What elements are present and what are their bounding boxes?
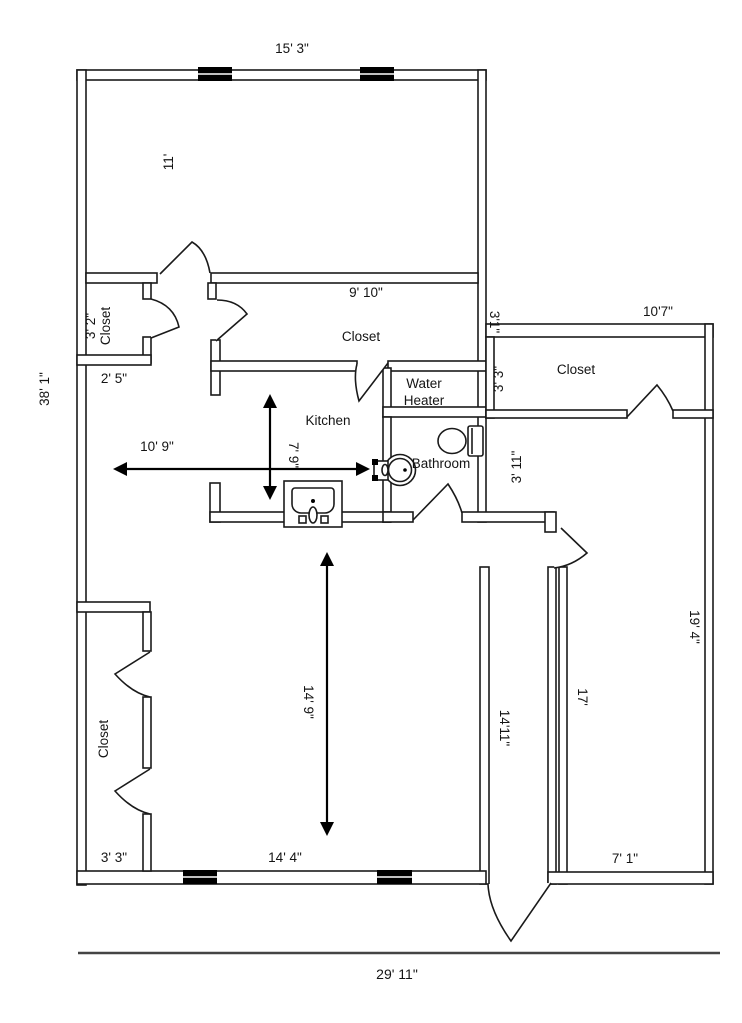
door-wing-closet <box>626 383 674 418</box>
wall <box>387 360 487 372</box>
windows <box>183 67 412 884</box>
dim-kitchen-depth: 7' 9" <box>286 442 301 468</box>
dim-living-height: 14' 9" <box>301 685 316 719</box>
door-water-heater <box>354 362 389 403</box>
dim-bedroom-right-width: 7' 1" <box>612 851 638 866</box>
wall <box>207 282 217 300</box>
arrow-kitchen-depth <box>263 394 277 500</box>
door-bedroom-right <box>553 527 589 569</box>
dim-closet-hall-width: 9' 10" <box>349 285 383 300</box>
dim-left-height: 38' 1" <box>37 372 52 406</box>
door-entry <box>487 882 552 943</box>
room-label-water-heater-1: Water <box>406 376 442 391</box>
wall <box>547 566 557 885</box>
wall <box>76 601 151 613</box>
wall <box>76 354 152 366</box>
wall <box>76 870 487 885</box>
door-bedroom-top <box>159 241 211 275</box>
wall <box>547 871 714 885</box>
wall <box>85 272 158 284</box>
walls <box>76 69 714 886</box>
dim-bedroom-top-width: 11' <box>161 154 176 171</box>
room-label-wing-closet: Closet <box>557 362 596 377</box>
window <box>360 67 394 81</box>
wall <box>210 272 479 284</box>
wall <box>382 511 414 523</box>
dim-closet-small: 3' 2" <box>83 313 98 339</box>
wall <box>142 813 152 872</box>
wall <box>76 69 87 886</box>
room-label-closet-hall: Closet <box>342 329 381 344</box>
room-label-closet-small: Closet <box>98 307 113 346</box>
window <box>377 870 412 884</box>
wall <box>209 511 291 523</box>
toilet <box>437 425 484 457</box>
window <box>198 67 232 81</box>
door-bathroom <box>412 482 463 521</box>
room-label-water-heater-2: Heater <box>404 393 445 408</box>
wall <box>485 409 628 419</box>
dim-top-width: 15' 3" <box>275 41 309 56</box>
dim-total-width: 29' 11" <box>376 966 418 982</box>
dim-nook-width: 3' 11" <box>509 450 524 483</box>
doors <box>113 241 674 943</box>
dim-wing-offset: 3'1" <box>487 311 502 334</box>
door-closet-bottom-b <box>113 768 151 815</box>
dim-vestibule-width: 2' 5" <box>101 371 127 386</box>
wall <box>142 611 152 652</box>
kitchen-sink <box>283 480 343 528</box>
wall <box>142 282 152 300</box>
wall <box>76 69 487 81</box>
dim-bedroom-right-inner: 17' <box>575 688 590 706</box>
dim-wing-closet-depth: 3' 3" <box>491 366 506 392</box>
door-closet-bottom-a <box>113 651 151 698</box>
wall <box>672 409 714 419</box>
wall <box>544 511 557 533</box>
room-label-kitchen: Kitchen <box>305 413 350 428</box>
dim-bedroom-right-outer: 19' 4" <box>687 610 702 644</box>
wall <box>210 360 358 372</box>
wall <box>479 566 490 885</box>
window <box>183 870 217 884</box>
room-label-bathroom: Bathroom <box>412 456 471 471</box>
arrow-living-height <box>320 552 334 836</box>
room-label-closet-bottom: Closet <box>96 720 111 759</box>
dimension-arrows <box>113 394 370 836</box>
wall <box>461 511 555 523</box>
wall <box>558 566 568 885</box>
wall <box>704 323 714 885</box>
arrow-kitchen-width <box>113 462 370 476</box>
dim-wing-top-width: 10'7" <box>643 304 673 319</box>
door-closet-hall <box>215 299 249 342</box>
dim-living-width: 14' 4" <box>268 850 302 865</box>
dim-hallway-length: 14'11" <box>497 710 512 747</box>
wall <box>382 406 487 418</box>
dimension-labels: 15' 3" 38' 1" 11' 9' 10" Closet 3' 2" Cl… <box>37 41 702 982</box>
wall <box>142 696 152 769</box>
dim-kitchen-width: 10' 9" <box>140 439 174 454</box>
wall <box>485 323 714 338</box>
door-closet-small <box>150 298 180 339</box>
bathroom-sink <box>372 453 417 487</box>
dim-closet-bottom: 3' 3" <box>101 850 127 865</box>
